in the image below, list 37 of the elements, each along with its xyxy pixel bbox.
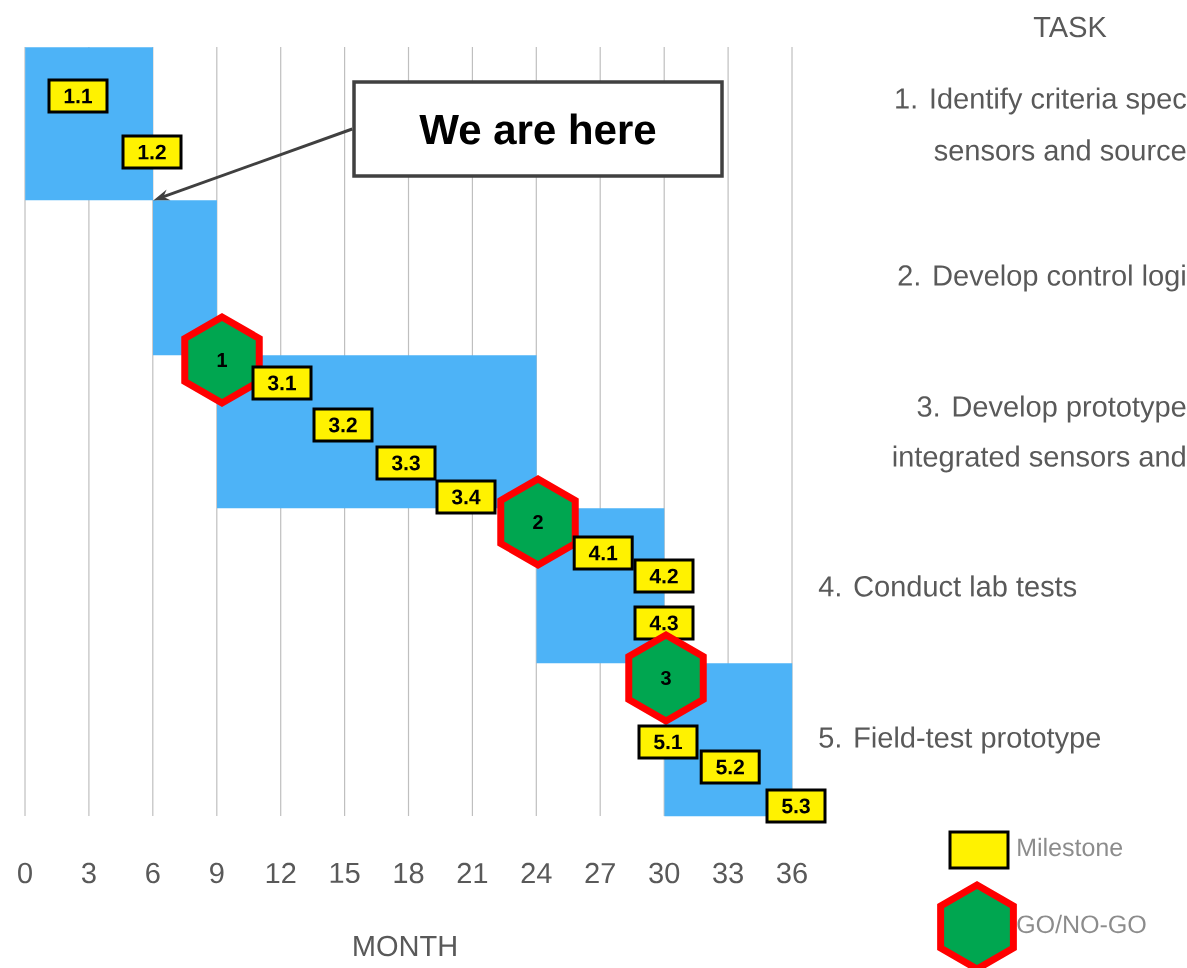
task-name: sensors and source xyxy=(934,139,1186,161)
tick-label: 12 xyxy=(266,862,296,884)
tick-label: 21 xyxy=(457,862,488,884)
tick-label: 27 xyxy=(585,862,615,884)
milestone-box: 5.3 xyxy=(765,788,827,824)
milestone-box: 3.4 xyxy=(435,479,497,515)
milestone-box: 5.2 xyxy=(699,749,761,785)
callout-box: We are here xyxy=(352,80,724,178)
task-name: 3. Develop prototype xyxy=(917,395,1186,423)
milestone-box: 4.1 xyxy=(572,535,634,571)
milestone-box: 3.3 xyxy=(375,445,437,481)
legend-label: Milestone xyxy=(1018,837,1123,857)
tick-label: 24 xyxy=(521,862,552,884)
milestone-box: 1.1 xyxy=(47,78,109,114)
task-name: 2. Develop control logi xyxy=(898,264,1185,292)
tick-label: 0 xyxy=(18,862,32,884)
tick-label: 36 xyxy=(776,862,807,884)
task-name: 4. Conduct lab tests xyxy=(818,575,1077,597)
milestone-box: 3.1 xyxy=(251,365,313,401)
milestone-box: 5.1 xyxy=(637,724,699,760)
column-heading: TASK xyxy=(1033,16,1107,38)
task-name: 1. Identify criteria spec xyxy=(896,87,1186,115)
tick-label: 6 xyxy=(146,862,160,884)
task-name: 5. Field-test prototype xyxy=(819,726,1101,754)
milestone-box: 4.3 xyxy=(633,605,695,641)
tick-label: 30 xyxy=(649,862,680,884)
task-name: integrated sensors and xyxy=(893,445,1185,473)
tick-label: 9 xyxy=(210,862,224,884)
milestone-box: 3.2 xyxy=(312,407,374,443)
tick-label: 15 xyxy=(330,862,360,884)
tick-label: 33 xyxy=(713,862,743,884)
milestone-box: 1.2 xyxy=(121,134,183,170)
legend-label: GO/NO-GO xyxy=(1017,914,1146,934)
axis-title: MONTH xyxy=(354,935,456,957)
tick-label: 18 xyxy=(394,862,424,884)
tick-label: 3 xyxy=(81,862,96,884)
milestone-box: 4.2 xyxy=(633,558,695,594)
